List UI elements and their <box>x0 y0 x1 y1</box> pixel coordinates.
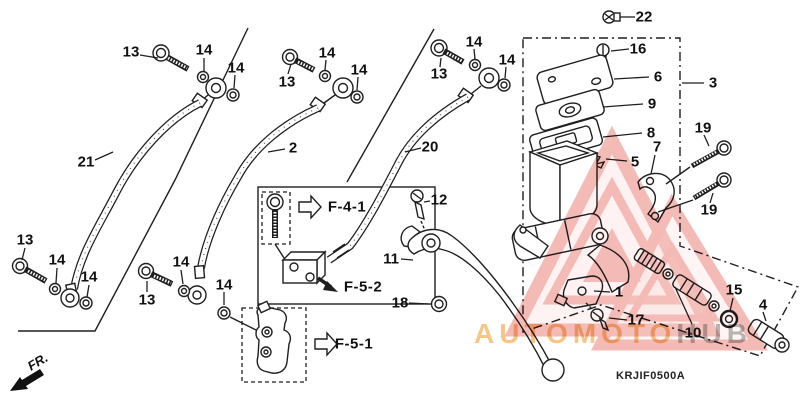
part-callout-21-3: 21 <box>77 153 95 171</box>
leader-line-13-8 <box>439 57 442 68</box>
leader-line-11-23 <box>400 258 414 261</box>
brake-hose-2 <box>137 48 364 331</box>
part-callout-12-22: 12 <box>430 191 448 209</box>
leader-line-14-34 <box>180 269 184 285</box>
brake-hose-21 <box>11 44 240 310</box>
watermark-text-secondary: HUB <box>676 318 752 349</box>
part-callout-15-28: 15 <box>725 281 743 299</box>
part-callout-14-32: 14 <box>80 268 98 286</box>
reference-label-F-4-1: F-4-1 <box>327 198 367 216</box>
brake-lever <box>400 189 565 382</box>
leader-line-4-29 <box>762 311 767 322</box>
part-callout-14-6: 14 <box>350 61 368 79</box>
part-callout-9-15: 9 <box>647 95 657 113</box>
leader-line-7-18 <box>650 154 656 175</box>
diagram-code: KRJIF0500A <box>616 370 686 382</box>
part-callout-11-23: 11 <box>383 250 399 268</box>
f52-junction-block <box>281 250 327 285</box>
part-callout-13-33: 13 <box>138 291 156 309</box>
part-callout-13-0: 13 <box>122 43 140 61</box>
leader-line-16-13 <box>610 48 630 52</box>
part-callout-19-20: 19 <box>694 119 712 137</box>
part-callout-13-8: 13 <box>430 65 448 83</box>
part-callout-14-2: 14 <box>227 59 245 77</box>
leader-line-13-4 <box>287 63 292 75</box>
leader-line-14-31 <box>55 267 58 284</box>
leader-line-19-20 <box>703 134 710 147</box>
part-callout-14-1: 14 <box>195 41 213 59</box>
leader-line-18-24 <box>408 302 430 305</box>
brake-hose-20 <box>326 39 511 264</box>
part-callout-7-18: 7 <box>652 138 662 156</box>
reference-label-F-5-1: F-5-1 <box>334 335 374 353</box>
f41-bolt-detail <box>261 191 291 259</box>
leader-line-19-21 <box>709 192 714 204</box>
part-callout-19-21: 19 <box>700 201 718 219</box>
leader-line-13-30 <box>21 247 26 261</box>
part-callout-4-29: 4 <box>758 296 768 314</box>
leader-line-2-7 <box>267 148 286 153</box>
section-divider-lines <box>18 27 435 332</box>
part-callout-14-35: 14 <box>215 276 233 294</box>
leader-line-9-15 <box>602 103 644 108</box>
leader-line-14-32 <box>86 284 90 298</box>
part-callout-6-14: 6 <box>653 68 663 86</box>
part-callout-14-34: 14 <box>172 253 190 271</box>
leader-line-6-14 <box>613 76 650 80</box>
part-callout-10-27: 10 <box>684 324 702 342</box>
part-callout-14-31: 14 <box>48 251 66 269</box>
leader-line-14-9 <box>473 48 476 60</box>
part-callout-8-16: 8 <box>646 124 656 142</box>
part-callout-18-24: 18 <box>391 294 409 312</box>
part-callout-14-10: 14 <box>498 51 516 69</box>
part-callout-14-5: 14 <box>318 44 336 62</box>
part-callout-16-13: 16 <box>629 40 647 58</box>
reference-label-F-5-2: F-5-2 <box>343 278 383 296</box>
part-callout-13-4: 13 <box>278 73 296 91</box>
clamp-bolts-19 <box>690 140 732 201</box>
leader-line-14-2 <box>233 74 236 89</box>
part-callout-3-19: 3 <box>708 74 718 92</box>
leader-line-21-3 <box>94 151 114 161</box>
reference-arrows <box>298 194 338 357</box>
leader-line-14-10 <box>504 66 507 79</box>
part-callout-14-9: 14 <box>465 33 483 51</box>
leader-line-20-11 <box>404 147 422 153</box>
part-callout-20-11: 20 <box>421 138 439 156</box>
part-callout-17-26: 17 <box>627 311 645 329</box>
part-callout-1-25: 1 <box>614 283 624 301</box>
leader-lines <box>21 16 767 325</box>
part-callout-2-7: 2 <box>288 139 298 157</box>
f51-caliper-detail <box>241 300 307 383</box>
leader-line-12-22 <box>423 200 431 203</box>
leader-line-14-5 <box>324 59 327 71</box>
leader-line-13-0 <box>139 54 159 59</box>
part-callout-5-17: 5 <box>630 153 640 171</box>
part-callout-13-30: 13 <box>16 231 34 249</box>
part-callout-22-12: 22 <box>635 8 653 26</box>
watermark-text: AUTOMOTOHUB <box>474 318 752 350</box>
watermark-text-primary: AUTOMOTO <box>474 318 677 349</box>
leader-line-14-6 <box>356 76 359 91</box>
